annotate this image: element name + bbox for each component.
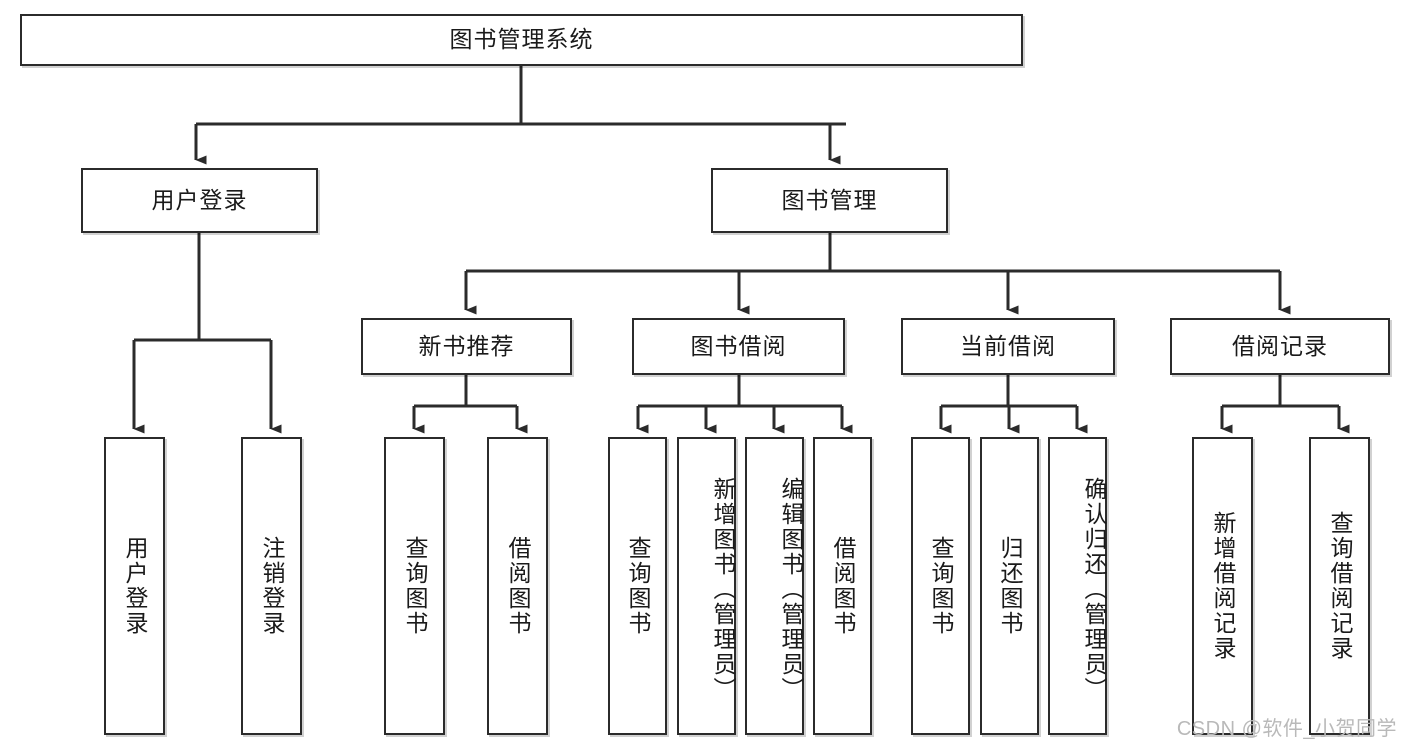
node-label: 新增借阅记录 bbox=[1210, 511, 1236, 661]
node-borrow-record[interactable]: 借阅记录 bbox=[1170, 318, 1390, 375]
node-label: 查询图书 bbox=[625, 536, 651, 636]
node-leaf-add-record[interactable]: 新增借阅记录 bbox=[1192, 437, 1253, 735]
node-label: 图书管理 bbox=[781, 186, 878, 213]
node-leaf-borrow-book-2[interactable]: 借阅图书 bbox=[813, 437, 872, 735]
node-new-book-recommend[interactable]: 新书推荐 bbox=[361, 318, 572, 375]
node-leaf-borrow-book-1[interactable]: 借阅图书 bbox=[487, 437, 548, 735]
node-leaf-query-book-3[interactable]: 查询图书 bbox=[911, 437, 970, 735]
node-leaf-query-record[interactable]: 查询借阅记录 bbox=[1309, 437, 1370, 735]
node-leaf-edit-book[interactable]: 编辑图书（管理员） bbox=[745, 437, 804, 735]
node-label: 新增图书（管理员） bbox=[710, 476, 736, 702]
node-label: 借阅图书 bbox=[830, 536, 856, 636]
node-leaf-user-login[interactable]: 用户登录 bbox=[104, 437, 165, 735]
node-label: 用户登录 bbox=[151, 186, 248, 213]
node-leaf-logout-login[interactable]: 注销登录 bbox=[241, 437, 302, 735]
node-current-borrow[interactable]: 当前借阅 bbox=[901, 318, 1115, 375]
node-leaf-query-book-1[interactable]: 查询图书 bbox=[384, 437, 445, 735]
node-label: 查询借阅记录 bbox=[1327, 511, 1353, 661]
node-user-login[interactable]: 用户登录 bbox=[81, 168, 318, 233]
node-book-borrow[interactable]: 图书借阅 bbox=[632, 318, 845, 375]
node-label: 归还图书 bbox=[997, 536, 1023, 636]
node-label: 图书管理系统 bbox=[449, 26, 594, 53]
node-book-management[interactable]: 图书管理 bbox=[711, 168, 948, 233]
node-label: 查询图书 bbox=[402, 536, 428, 636]
node-label: 借阅图书 bbox=[505, 536, 531, 636]
node-book-management-system[interactable]: 图书管理系统 bbox=[20, 14, 1023, 66]
node-leaf-return-book[interactable]: 归还图书 bbox=[980, 437, 1039, 735]
node-label: 借阅记录 bbox=[1232, 332, 1328, 359]
node-leaf-confirm-return[interactable]: 确认归还（管理员） bbox=[1048, 437, 1107, 735]
node-label: 新书推荐 bbox=[418, 332, 515, 359]
node-label: 注销登录 bbox=[259, 536, 285, 636]
node-label: 确认归还（管理员） bbox=[1081, 476, 1107, 702]
node-label: 当前借阅 bbox=[960, 332, 1056, 359]
watermark-text: CSDN @软件_小贺同学 bbox=[1176, 718, 1397, 740]
node-label: 编辑图书（管理员） bbox=[778, 476, 804, 702]
node-leaf-query-book-2[interactable]: 查询图书 bbox=[608, 437, 667, 735]
node-label: 图书借阅 bbox=[690, 332, 787, 359]
node-label: 用户登录 bbox=[122, 536, 148, 636]
node-label: 查询图书 bbox=[928, 536, 954, 636]
node-leaf-add-book[interactable]: 新增图书（管理员） bbox=[677, 437, 736, 735]
